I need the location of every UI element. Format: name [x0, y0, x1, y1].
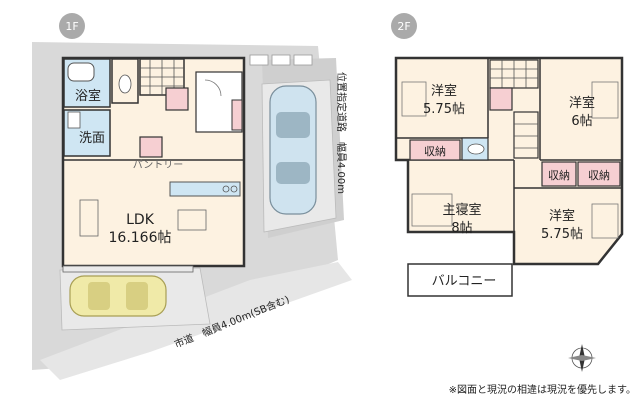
wash-room — [63, 109, 111, 157]
storage-2f-2 — [541, 161, 577, 187]
stairs-icon — [139, 58, 185, 96]
bath-label: 浴室 — [75, 88, 101, 104]
balcony — [407, 263, 513, 297]
floor1-plan: 1F 浴室 洗面 パントリー LDK 16.166帖 位置指定道路 幅員4.00… — [32, 13, 352, 380]
toilet-icon — [118, 74, 132, 94]
wood-deck — [62, 265, 194, 273]
floor1-badge-circle — [59, 13, 85, 39]
western-b-label: 洋室 — [569, 95, 595, 111]
floor2-badge: 2F — [397, 20, 410, 33]
balcony-label: バルコニー — [432, 274, 497, 289]
car-icon-east — [269, 85, 317, 215]
storage-label-2: 収納 — [548, 169, 570, 182]
stairs-icon-2f — [489, 59, 539, 159]
toilet-icon-2f — [467, 143, 485, 155]
bathtub-icon — [67, 62, 95, 82]
western-a-label: 洋室 — [431, 83, 457, 99]
bath-room — [63, 58, 111, 108]
storage-2f-1 — [409, 139, 461, 161]
garden-plants — [249, 54, 313, 66]
western-c-size: 5.75帖 — [541, 227, 583, 242]
wash-label: 洗面 — [79, 131, 105, 146]
stove-icon — [222, 185, 238, 193]
disclaimer-note: ※図面と現況の相違は現況を優先します。 — [449, 383, 636, 396]
storage-1f-pantry — [139, 136, 163, 158]
western-b-size: 6帖 — [571, 114, 592, 129]
storage-label-1: 収納 — [424, 145, 446, 158]
shoe-cabinet — [231, 99, 243, 131]
dining-table — [177, 209, 207, 231]
kitchen-counter — [169, 181, 241, 197]
western-a-size: 5.75帖 — [423, 102, 465, 117]
door-swing-icon — [204, 79, 222, 97]
master-bedroom-label: 主寝室 — [442, 202, 481, 218]
master-bedroom-size: 8帖 — [451, 221, 472, 236]
storage-2f-3 — [577, 161, 621, 187]
storage-label-3: 収納 — [588, 169, 610, 182]
floor1-badge: 1F — [65, 20, 78, 33]
east-road-label: 位置指定道路 幅員4.00m — [335, 72, 348, 194]
pantry-label: パントリー — [133, 159, 184, 171]
storage-1f-a — [165, 87, 189, 111]
floor2-plan: 2F — [391, 13, 624, 372]
sofa — [79, 199, 99, 237]
floor2-badge-circle — [391, 13, 417, 39]
storage-2f-small — [489, 87, 513, 111]
bed-icons — [401, 81, 619, 239]
ldk-size-label: 16.166帖 — [109, 230, 172, 246]
compass-icon — [568, 344, 596, 372]
ldk-label: LDK — [126, 212, 155, 228]
washbasin-icon — [67, 111, 81, 129]
car-icon-south — [69, 275, 167, 317]
western-c-label: 洋室 — [549, 208, 575, 224]
